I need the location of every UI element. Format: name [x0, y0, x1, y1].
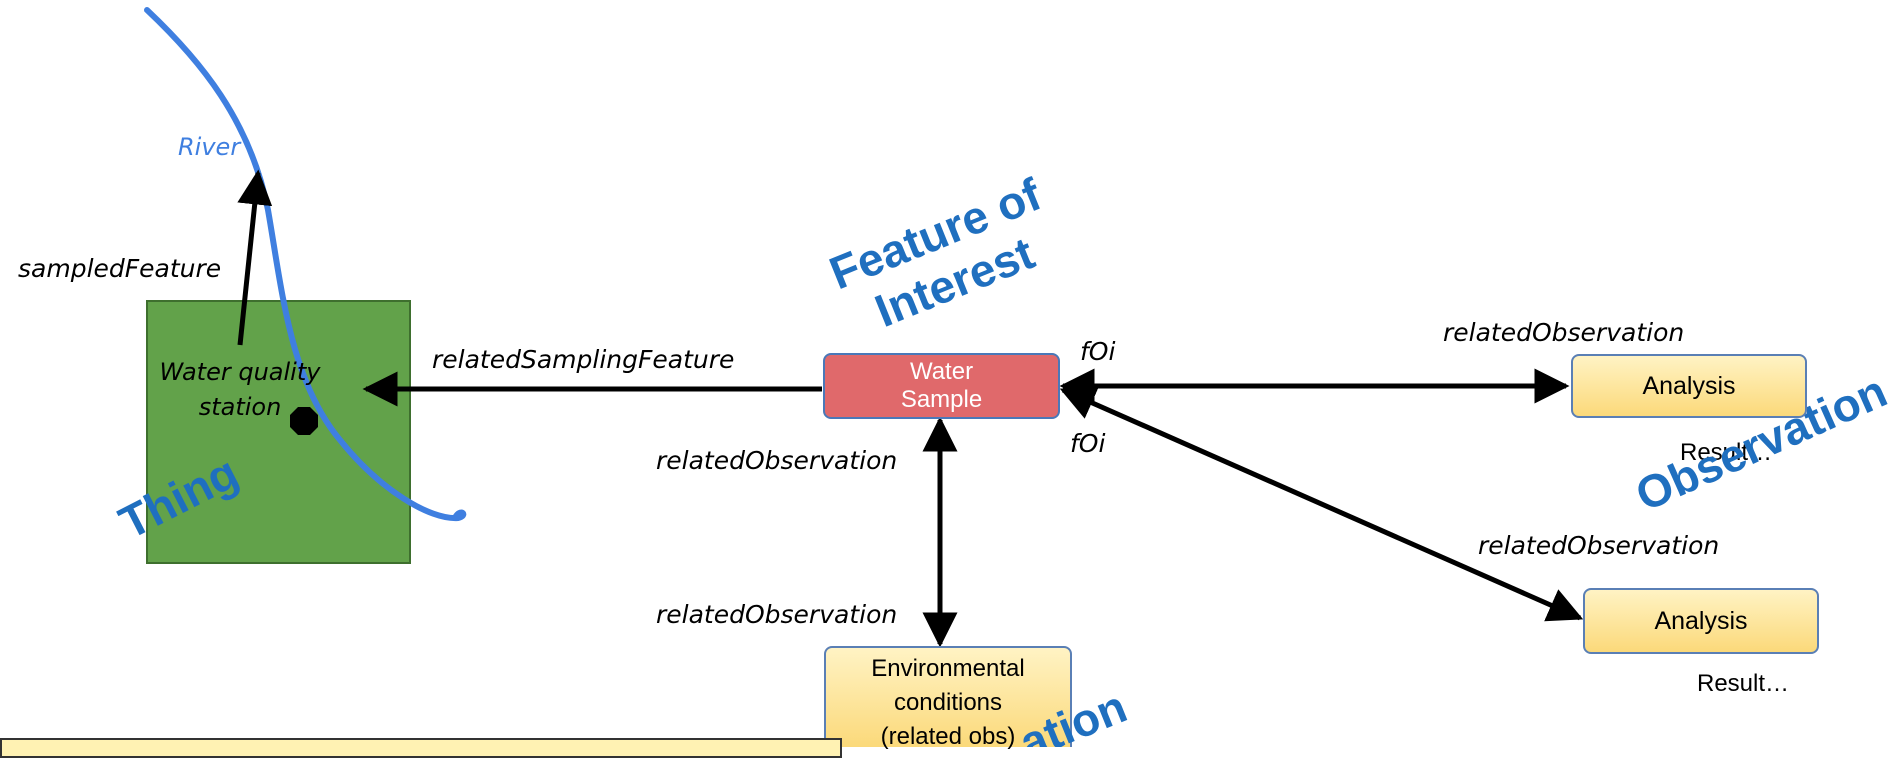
sampled-feature-arrow	[237, 169, 273, 346]
related-sampling-feature-label: relatedSamplingFeature	[432, 345, 734, 374]
foi-arrow-bottom	[1059, 386, 1584, 622]
related-observation-right-top-label: relatedObservation	[1443, 318, 1684, 347]
water-sample-text: Water Sample	[900, 358, 983, 413]
foi-label-bottom: fOi	[1070, 429, 1105, 458]
environmental-conditions-text: Environmental conditions (related obs)	[871, 654, 1025, 750]
thing-square	[146, 300, 411, 564]
result-2-label: Result…	[1697, 670, 1789, 697]
related-observation-vertical-bottom-label: relatedObservation	[656, 600, 897, 629]
related-observation-vertical-top-label: relatedObservation	[656, 446, 897, 475]
note-box	[0, 738, 842, 758]
analysis-1-text: Analysis	[1642, 371, 1736, 400]
sampled-feature-label: sampledFeature	[18, 254, 221, 283]
environmental-conditions-box[interactable]: Environmental conditions (related obs)	[824, 646, 1072, 750]
analysis-box-1[interactable]: Analysis	[1571, 354, 1807, 418]
feature-of-interest-label: Feature of Interest	[822, 168, 1048, 337]
station-label-line1: Water quality	[160, 358, 322, 386]
foi-label-top: fOi	[1080, 337, 1115, 366]
water-sample-box[interactable]: Water Sample	[823, 353, 1060, 419]
analysis-box-2[interactable]: Analysis	[1583, 588, 1819, 654]
station-marker	[290, 407, 318, 435]
related-observation-right-bottom-label: relatedObservation	[1478, 531, 1719, 560]
river-line	[144, 7, 467, 522]
station-label-line2: station	[199, 393, 282, 421]
result-1-label: Result…	[1680, 439, 1772, 466]
analysis-2-text: Analysis	[1654, 606, 1748, 635]
river-label: River	[178, 133, 242, 161]
